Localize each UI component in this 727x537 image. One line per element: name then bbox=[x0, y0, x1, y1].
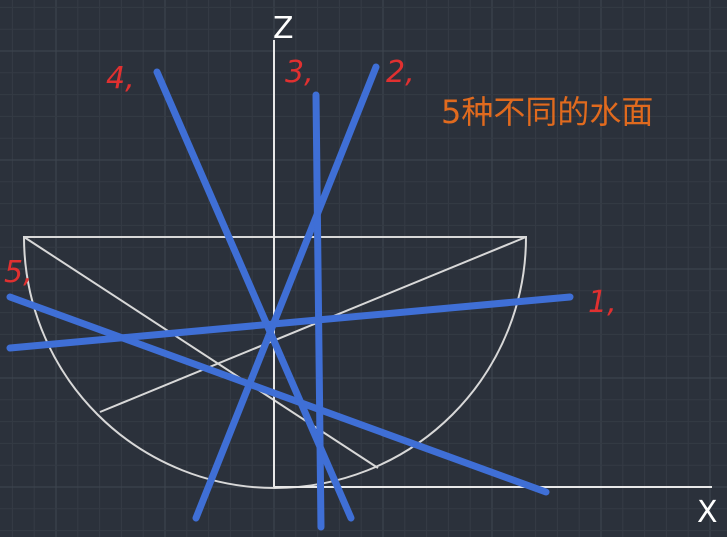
x-axis-label: X bbox=[697, 495, 718, 530]
surface-label-2: 2, bbox=[386, 55, 415, 90]
water-surface-2 bbox=[192, 63, 380, 522]
diagram-title: 5种不同的水面 bbox=[441, 93, 653, 131]
surface-label-5: 5, bbox=[4, 255, 33, 290]
surface-label-3: 3, bbox=[285, 55, 314, 90]
water-surface-4 bbox=[153, 68, 355, 522]
water-surface-3 bbox=[312, 91, 325, 531]
bowl-construction-line bbox=[23, 236, 379, 469]
water-surface-1 bbox=[6, 293, 574, 352]
z-axis-label: Z bbox=[273, 11, 294, 46]
water-surface-5 bbox=[6, 293, 550, 496]
surface-label-1: 1, bbox=[588, 285, 617, 320]
surface-label-4: 4, bbox=[106, 61, 135, 96]
bowl-construction-line bbox=[99, 236, 527, 413]
